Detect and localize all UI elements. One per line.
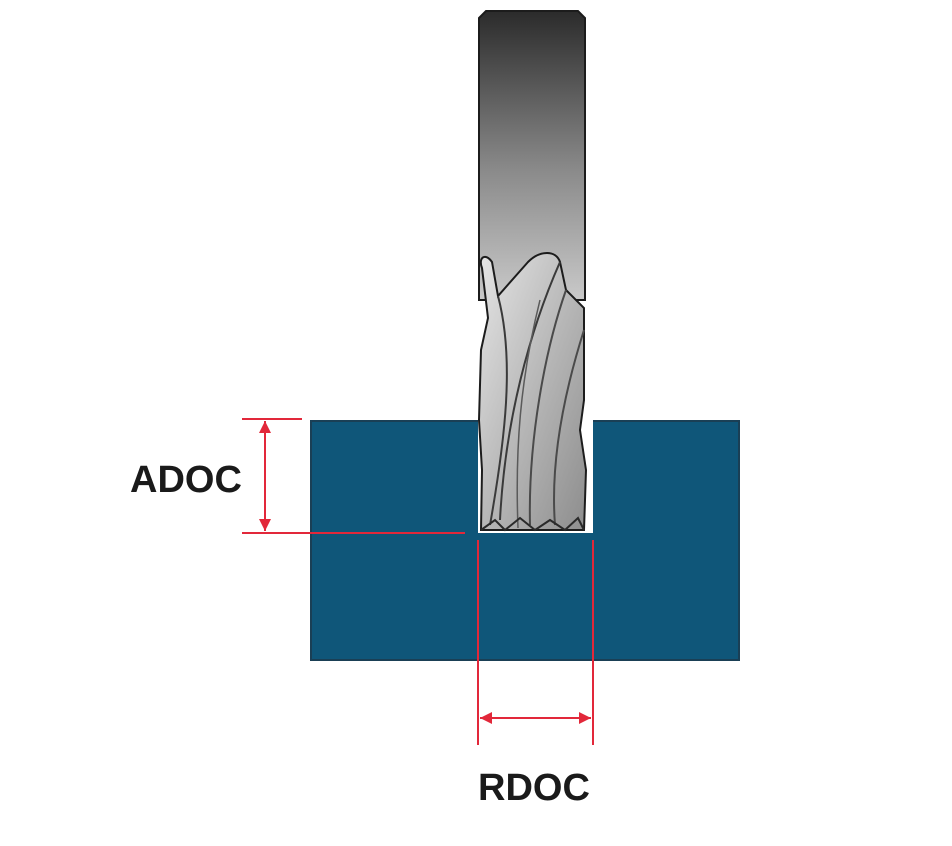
tool-tip <box>480 516 585 532</box>
tool-shank <box>478 10 586 301</box>
rdoc-label: RDOC <box>478 767 590 809</box>
adoc-arrow-down <box>259 519 271 531</box>
rdoc-dimension <box>477 540 594 745</box>
tool-helix-line <box>516 299 541 529</box>
adoc-arrow-up <box>259 421 271 433</box>
tool-helix-line <box>489 295 508 526</box>
tool-flutes <box>477 252 588 531</box>
rdoc-arrow-right <box>579 712 591 724</box>
rdoc-arrow-left <box>480 712 492 724</box>
adoc-dimension <box>242 418 465 534</box>
tool-helix-line <box>499 261 561 521</box>
adoc-label: ADOC <box>130 459 242 501</box>
tool-helix-line <box>528 289 567 526</box>
end-mill-icon <box>477 10 588 532</box>
tool-helix-line <box>553 329 585 526</box>
